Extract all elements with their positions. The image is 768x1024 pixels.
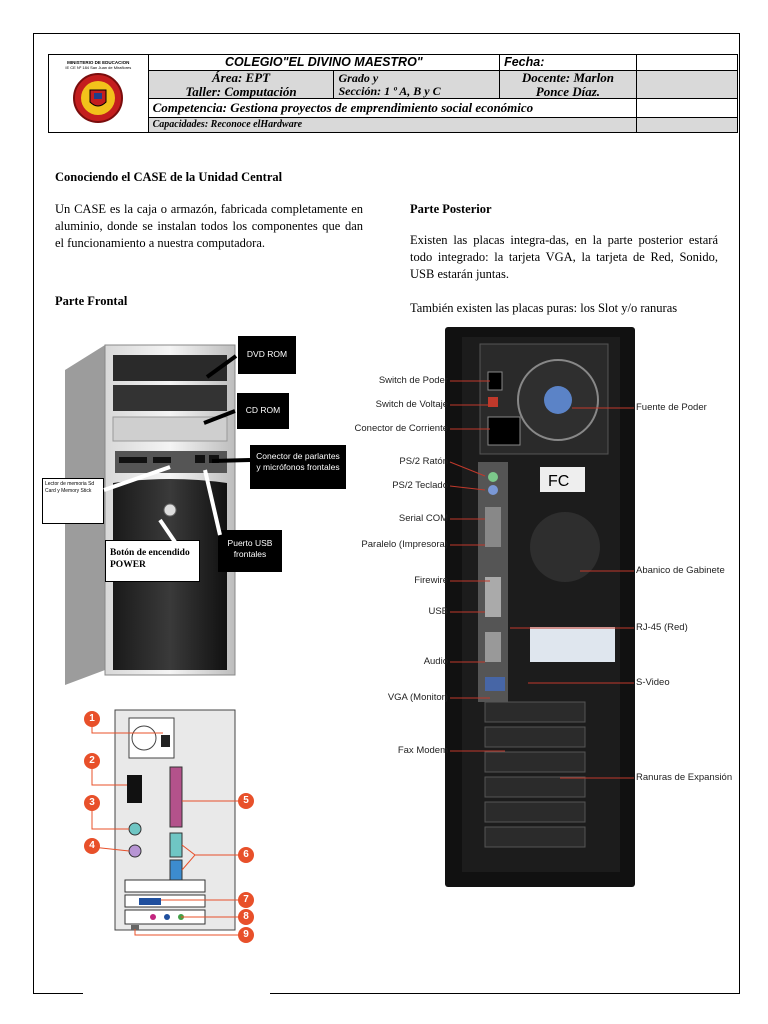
callout-dvd: DVD ROM — [238, 336, 296, 374]
label-switch-poder: Switch de Poder — [378, 375, 448, 386]
label-usb: USB — [428, 606, 448, 617]
label-ranuras: Ranuras de Expansión — [636, 772, 733, 783]
rear-panel-diagram — [91, 709, 240, 936]
label-ps2-raton: PS/2 Ratón — [399, 456, 448, 467]
header-table: MINISTERIO DE EDUCACION IE CE Nº 184 San… — [48, 53, 739, 134]
label-ps2-teclado: PS/2 Teclado — [392, 480, 448, 491]
panel-number-6: 6 — [238, 847, 254, 863]
label-fuente-poder: Fuente de Poder — [636, 402, 707, 413]
panel-number-4: 4 — [84, 838, 100, 854]
parte-frontal-title: Parte Frontal — [55, 294, 128, 308]
intro-paragraph: Un CASE es la caja o armazón, fabricada … — [55, 202, 363, 250]
label-audio: Audio — [423, 656, 448, 667]
callout-lector: Lector de memoria Sd Card y Memory Stick — [42, 478, 104, 524]
label-svideo: S-Video — [636, 677, 670, 688]
ministry-text: MINISTERIO DE EDUCACION — [67, 60, 130, 66]
panel-number-3: 3 — [84, 795, 100, 811]
docente-cell: Docente: Marlon Ponce Díaz. — [499, 69, 637, 100]
school-crest-icon — [73, 73, 124, 124]
label-abanico: Abanico de Gabinete — [636, 565, 725, 576]
panel-number-9: 9 — [238, 927, 254, 943]
label-paralelo: Paralelo (Impresora) — [361, 539, 448, 550]
label-serial-com: Serial COM — [398, 513, 448, 524]
svg-text:FC: FC — [548, 473, 569, 490]
rear-case-image: FC — [445, 327, 635, 887]
competencia: Competencia: Gestiona proyectos de empre… — [147, 98, 637, 119]
label-rj45: RJ-45 (Red) — [636, 622, 688, 633]
school-code-text: IE CE Nº 184 San Juan de Miraflores — [65, 64, 132, 70]
label-switch-voltaje: Switch de Voltaje — [375, 399, 448, 410]
callout-conector: Conector de parlantes y micrófonos front… — [250, 445, 346, 489]
panel-number-2: 2 — [84, 753, 100, 769]
label-firewire: Firewire — [414, 575, 448, 586]
label-conector-corriente: Conector de Corriente — [354, 423, 448, 434]
label-fax-modem: Fax Modem — [397, 745, 448, 756]
posterior-paragraph-1: Existen las placas integra-das, en la pa… — [410, 233, 718, 281]
panel-number-8: 8 — [238, 909, 254, 925]
label-vga: VGA (Monitor) — [387, 692, 448, 703]
panel-number-7: 7 — [238, 892, 254, 908]
divider — [270, 993, 740, 994]
page-frame — [33, 33, 740, 993]
area-cell: Área: EPT Taller: Computación — [147, 69, 335, 100]
panel-number-1: 1 — [84, 711, 100, 727]
section-title: Conociendo el CASE de la Unidad Central — [55, 170, 283, 184]
callout-cd: CD ROM — [237, 393, 289, 429]
callout-usb: Puerto USB frontales — [218, 530, 282, 572]
panel-number-5: 5 — [238, 793, 254, 809]
posterior-paragraph-2: También existen las placas puras: los Sl… — [410, 301, 678, 315]
divider — [33, 993, 83, 994]
grado-cell: Grado y Sección: 1 º A, B y C — [333, 69, 501, 100]
parte-posterior-title: Parte Posterior — [410, 202, 492, 216]
callout-boton: Botón de encendido POWER — [105, 540, 200, 582]
